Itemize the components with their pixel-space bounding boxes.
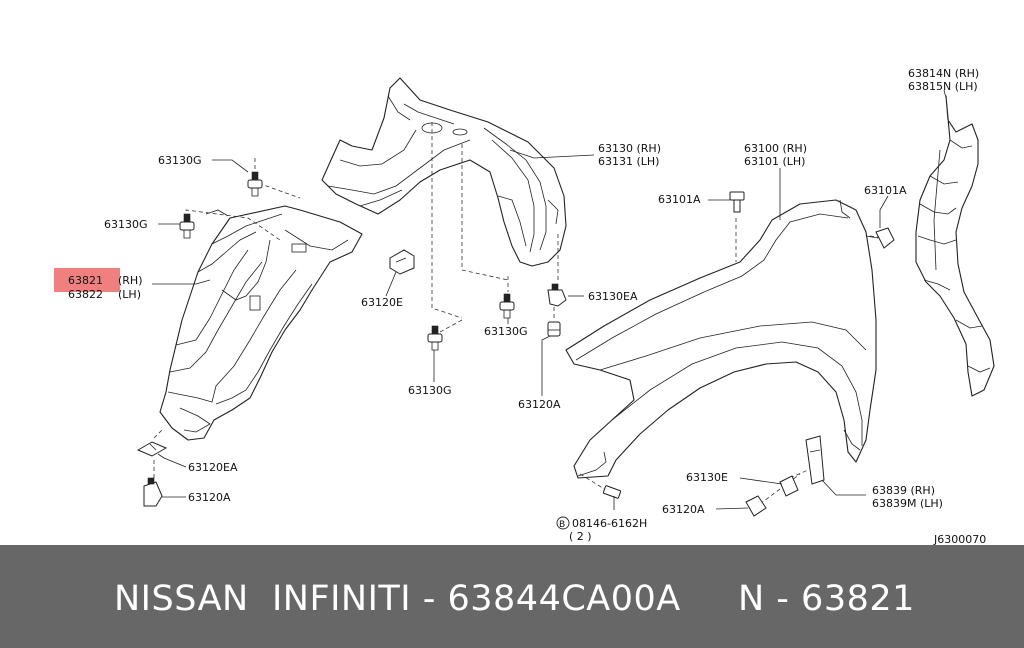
leader-lines xyxy=(152,89,947,510)
clip-63130G-1-icon xyxy=(247,171,263,197)
label-63120EA: 63120EA xyxy=(188,461,238,474)
clip-63130G-4-icon xyxy=(499,293,515,319)
label-63101-lh: 63101 (LH) xyxy=(744,155,805,168)
label-63130G-2: 63130G xyxy=(104,218,148,231)
clip-63120A-center-icon xyxy=(547,321,561,337)
label-bolt-qty: ( 2 ) xyxy=(569,530,592,543)
clip-63120A-right-icon xyxy=(745,495,767,517)
label-bolt-marker: B xyxy=(559,520,565,530)
label-63839M-lh: 63839M (LH) xyxy=(872,497,943,510)
bracket-63839-icon xyxy=(805,435,825,485)
label-63120A-3: 63120A xyxy=(662,503,705,516)
fasteners xyxy=(136,171,895,517)
bolt-marker-circle xyxy=(556,516,570,530)
label-63100-rh: 63100 (RH) xyxy=(744,142,807,155)
fender-parts-diagram: 63130G 63130G 63821 (RH) 63822 (LH) 6312… xyxy=(54,67,995,545)
label-63130G-1: 63130G xyxy=(158,154,202,167)
clip-63120A-left-icon xyxy=(143,477,163,507)
bolt-08146-icon xyxy=(602,485,622,499)
footer-reference-number: N - 63821 xyxy=(738,579,915,619)
label-63130E: 63130E xyxy=(686,471,728,484)
clip-63130E-icon xyxy=(779,475,799,497)
assembly-lines xyxy=(153,122,885,505)
bolt-63101A-2-icon xyxy=(865,227,895,249)
clip-63130G-3-icon xyxy=(427,325,443,351)
clip-63130EA-icon xyxy=(547,283,567,307)
clip-63120E-icon xyxy=(389,249,415,275)
label-63821[interactable]: 63821 xyxy=(68,274,103,287)
fender-side-protector[interactable] xyxy=(915,95,995,397)
label-63101A-2: 63101A xyxy=(864,184,907,197)
clip-63120EA-icon xyxy=(136,441,168,457)
label-63822[interactable]: 63822 xyxy=(68,288,103,301)
footer-brand-part-number: NISSAN INFINITI - 63844CA00A xyxy=(114,579,681,619)
footer-banner: NISSAN INFINITI - 63844CA00A N - 63821 xyxy=(0,545,1024,648)
label-63815N-lh: 63815N (LH) xyxy=(908,80,978,93)
label-63814N-rh: 63814N (RH) xyxy=(908,67,979,80)
label-63130-rh: 63130 (RH) xyxy=(598,142,661,155)
label-63822-lh: (LH) xyxy=(118,288,141,301)
label-63130EA: 63130EA xyxy=(588,290,638,303)
label-63120A-1: 63120A xyxy=(188,491,231,504)
label-63101A-1: 63101A xyxy=(658,193,701,206)
bolt-63101A-1-icon xyxy=(729,191,745,213)
label-63130G-3: 63130G xyxy=(484,325,528,338)
diagram-id: J6300070 xyxy=(933,533,986,545)
label-63130G-4: 63130G xyxy=(408,384,452,397)
label-63839-rh: 63839 (RH) xyxy=(872,484,935,497)
label-08146-6162H: 08146-6162H xyxy=(572,517,647,530)
left-fender-protector[interactable] xyxy=(159,205,363,441)
callout-labels: 63130G 63130G 63821 (RH) 63822 (LH) 6312… xyxy=(68,67,986,545)
front-fender[interactable] xyxy=(565,199,877,479)
center-fender-protector[interactable] xyxy=(321,77,567,267)
label-63120E: 63120E xyxy=(361,296,403,309)
highlight-63821 xyxy=(54,268,120,292)
label-63131-lh: 63131 (LH) xyxy=(598,155,659,168)
label-63821-rh: (RH) xyxy=(118,274,143,287)
label-63120A-2: 63120A xyxy=(518,398,561,411)
clip-63130G-2-icon xyxy=(179,213,195,239)
